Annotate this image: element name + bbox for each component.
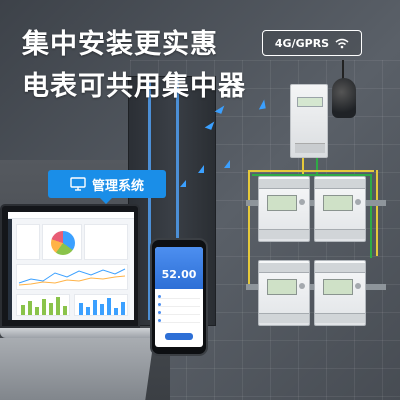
concentrator-display bbox=[297, 97, 323, 107]
meter-terminals bbox=[259, 179, 309, 189]
bar-graphic bbox=[107, 298, 111, 315]
energy-meter bbox=[258, 260, 310, 326]
laptop-hinge bbox=[0, 328, 158, 338]
donut-chart-graphic bbox=[51, 231, 75, 255]
bar-graphic bbox=[42, 299, 46, 315]
network-badge: 4G/GPRS bbox=[262, 30, 362, 56]
meter-button bbox=[299, 199, 305, 205]
energy-meter bbox=[314, 176, 366, 242]
headline-line-2: 电表可共用集中器 bbox=[22, 71, 246, 102]
bar-graphic bbox=[114, 308, 118, 315]
headline: 集中安装更实惠 电表可共用集中器 bbox=[22, 24, 246, 108]
phone-header: 52.00 bbox=[155, 247, 203, 289]
antenna-icon bbox=[332, 78, 356, 118]
meter-terminals bbox=[259, 263, 309, 273]
signal-wedge-icon bbox=[257, 99, 266, 110]
cabinet-light-strip bbox=[148, 80, 151, 320]
meter-button bbox=[299, 283, 305, 289]
dot-icon bbox=[158, 294, 161, 298]
bar-graphic bbox=[79, 303, 83, 315]
dashboard-card bbox=[74, 294, 128, 316]
dashboard-card bbox=[16, 224, 40, 260]
energy-meter bbox=[258, 176, 310, 242]
bar-graphic bbox=[21, 305, 25, 315]
phone-list-item bbox=[158, 293, 200, 299]
data-concentrator bbox=[290, 84, 328, 158]
smartphone: 52.00 bbox=[150, 238, 208, 356]
wire bbox=[248, 170, 250, 290]
wire bbox=[376, 170, 378, 256]
dashboard-topbar bbox=[8, 212, 134, 219]
phone-list-item bbox=[158, 301, 200, 307]
bar-graphic bbox=[63, 306, 67, 315]
network-badge-label: 4G/GPRS bbox=[274, 36, 330, 50]
bar-graphic bbox=[56, 297, 60, 315]
wire bbox=[302, 158, 304, 176]
line-chart-graphic bbox=[18, 268, 126, 286]
bar-graphic bbox=[86, 307, 90, 315]
dashboard-card bbox=[16, 294, 70, 316]
wire bbox=[248, 170, 374, 172]
bar-graphic bbox=[100, 304, 104, 315]
bar-graphic bbox=[93, 300, 97, 315]
antenna-cable bbox=[342, 60, 344, 80]
meter-terminals bbox=[315, 313, 365, 323]
dashboard-display bbox=[8, 212, 134, 320]
wifi-icon bbox=[335, 38, 349, 49]
bar-graphic bbox=[49, 303, 53, 315]
dashboard-card bbox=[16, 264, 128, 290]
wire bbox=[316, 158, 318, 176]
laptop-keyboard-deck bbox=[0, 338, 154, 400]
signal-wedge-icon bbox=[180, 180, 186, 187]
phone-list-item bbox=[158, 317, 200, 323]
concentrator-terminals bbox=[295, 143, 325, 153]
meter-lcd bbox=[323, 195, 353, 211]
wire bbox=[252, 174, 370, 176]
phone-reading-value: 52.00 bbox=[161, 268, 197, 281]
phone-list-item bbox=[158, 309, 200, 315]
management-system-label: 管理系统 bbox=[91, 178, 144, 194]
wire bbox=[370, 174, 372, 258]
energy-meter bbox=[314, 260, 366, 326]
meter-lcd bbox=[323, 279, 353, 295]
bar-graphic bbox=[121, 302, 125, 315]
meter-terminals bbox=[315, 229, 365, 239]
phone-action-button[interactable] bbox=[165, 333, 193, 340]
headline-line-1: 集中安装更实惠 bbox=[22, 29, 218, 60]
management-system-tag: 管理系统 bbox=[48, 170, 166, 204]
meter-terminals bbox=[315, 263, 365, 273]
signal-wedge-icon bbox=[198, 165, 204, 173]
meter-terminals bbox=[315, 179, 365, 189]
phone-screen: 52.00 bbox=[155, 247, 203, 347]
cabinet-light-strip bbox=[176, 80, 179, 320]
dot-icon bbox=[158, 302, 161, 306]
monitor-icon bbox=[70, 177, 86, 191]
meter-lcd bbox=[267, 279, 297, 295]
meter-button bbox=[355, 283, 361, 289]
meter-terminals bbox=[259, 313, 309, 323]
bar-graphic bbox=[35, 307, 39, 315]
bar-graphic bbox=[28, 301, 32, 315]
laptop-screen bbox=[0, 204, 140, 328]
dot-icon bbox=[158, 318, 161, 322]
dashboard-sidebar bbox=[8, 219, 12, 320]
meter-lcd bbox=[267, 195, 297, 211]
dashboard-card bbox=[84, 224, 128, 260]
signal-wedge-icon bbox=[224, 160, 230, 168]
dashboard-card bbox=[42, 224, 82, 260]
meter-button bbox=[355, 199, 361, 205]
meter-terminals bbox=[259, 229, 309, 239]
dot-icon bbox=[158, 310, 161, 314]
